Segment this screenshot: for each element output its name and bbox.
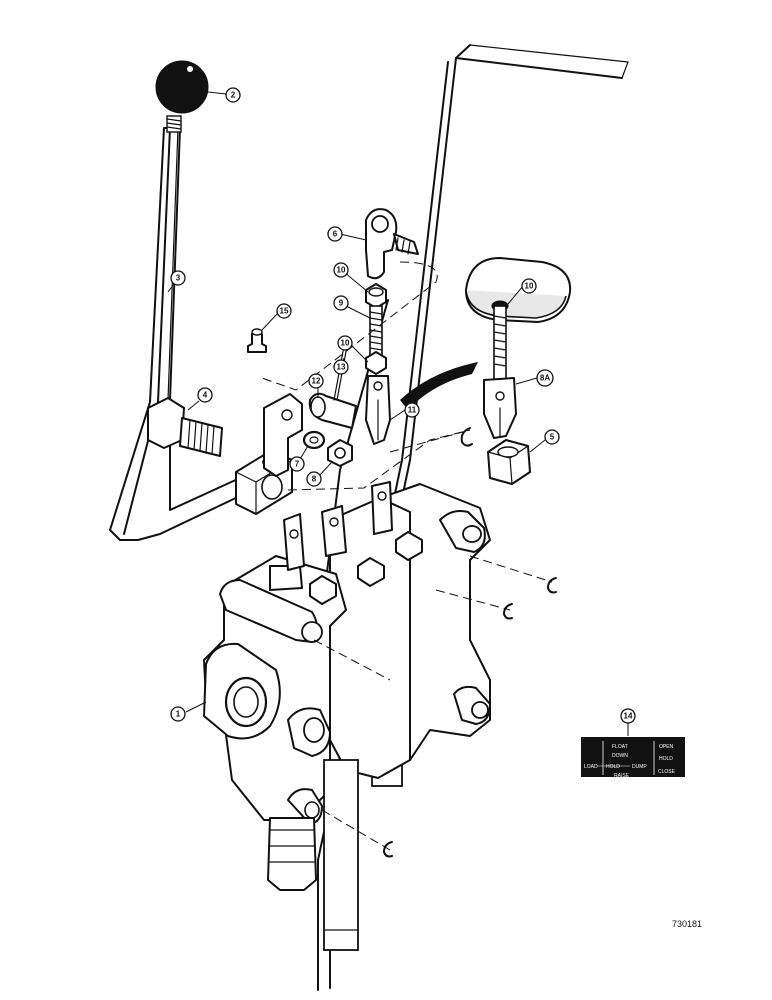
callout-1-label: 1 bbox=[176, 710, 181, 719]
callout-15-label: 15 bbox=[280, 307, 289, 316]
callout-4-label: 4 bbox=[203, 391, 208, 400]
decal-float-label: FLOAT bbox=[612, 744, 628, 750]
control-decal: LOAD FLOAT DOWN HOLD RAISE DUMP OPEN HOL… bbox=[581, 737, 685, 779]
pointer-arrow bbox=[400, 362, 478, 410]
bolt bbox=[147, 397, 223, 457]
callout-3-label: 3 bbox=[176, 274, 181, 283]
control-lever bbox=[109, 127, 241, 541]
callout-8: 8 bbox=[306, 471, 322, 487]
callout-8a: 8A bbox=[536, 369, 554, 387]
lever-knob bbox=[155, 60, 209, 114]
clevis-lower bbox=[365, 375, 391, 445]
washer-and-nut bbox=[302, 430, 353, 467]
callout-11-label: 11 bbox=[408, 406, 417, 415]
decal-dump-label: DUMP bbox=[632, 764, 647, 770]
callout-10-upper: 10 bbox=[333, 262, 349, 278]
figure-id: 730181 bbox=[672, 919, 702, 929]
decal-raise-label: RAISE bbox=[614, 773, 630, 779]
callout-8-label: 8 bbox=[312, 475, 317, 484]
control-valve bbox=[203, 481, 491, 951]
clevis-pin bbox=[308, 392, 357, 429]
callout-9: 9 bbox=[333, 295, 349, 311]
jam-nut-lower bbox=[365, 351, 387, 375]
callout-8a-label: 8A bbox=[540, 374, 550, 383]
dashed-guide-lines bbox=[261, 261, 553, 851]
callout-11: 11 bbox=[404, 402, 420, 418]
lever-thread bbox=[166, 115, 182, 133]
callout-10-upper-label: 10 bbox=[337, 266, 346, 275]
leader-lines bbox=[167, 91, 629, 736]
callout-15: 15 bbox=[276, 303, 292, 319]
decal-open-label: OPEN bbox=[659, 744, 674, 750]
clevis-8a-rod bbox=[493, 305, 507, 381]
decal-close-label: CLOSE bbox=[658, 769, 676, 775]
callout-13-label: 13 bbox=[337, 363, 346, 372]
callout-4: 4 bbox=[197, 387, 213, 403]
callout-3: 3 bbox=[170, 270, 186, 286]
lock-nut bbox=[487, 439, 531, 485]
callout-10-lower: 10 bbox=[337, 335, 353, 351]
decal-left-label: LOAD bbox=[584, 764, 598, 770]
callout-6: 6 bbox=[327, 226, 343, 242]
grease-fitting bbox=[247, 328, 267, 353]
jam-nut-upper bbox=[365, 283, 387, 309]
callout-10-lower-label: 10 bbox=[341, 339, 350, 348]
callout-13: 13 bbox=[333, 359, 349, 375]
callout-7-label: 7 bbox=[295, 460, 300, 469]
callout-2-label: 2 bbox=[231, 91, 236, 100]
callout-2: 2 bbox=[225, 87, 241, 103]
decal-down-label: DOWN bbox=[612, 753, 628, 759]
callout-5-label: 5 bbox=[550, 433, 555, 442]
callout-12: 12 bbox=[308, 373, 324, 389]
callout-5: 5 bbox=[544, 429, 560, 445]
callout-14-label: 14 bbox=[624, 712, 633, 721]
clevis-8a-pad bbox=[465, 257, 572, 323]
callout-9-label: 9 bbox=[339, 299, 344, 308]
clevis-bracket bbox=[263, 393, 303, 477]
callout-12-label: 12 bbox=[312, 377, 321, 386]
ball-joint bbox=[365, 208, 419, 280]
callout-10-pad: 10 bbox=[521, 278, 537, 294]
callout-1: 1 bbox=[170, 706, 186, 722]
clevis-8a-body bbox=[483, 377, 517, 439]
callout-7: 7 bbox=[289, 456, 305, 472]
callout-10-pad-label: 10 bbox=[525, 282, 534, 291]
callout-14: 14 bbox=[620, 708, 636, 724]
decal-hold-label: HOLD bbox=[606, 764, 620, 770]
callout-6-label: 6 bbox=[333, 230, 338, 239]
decal-hold-right-label: HOLD bbox=[659, 756, 673, 762]
